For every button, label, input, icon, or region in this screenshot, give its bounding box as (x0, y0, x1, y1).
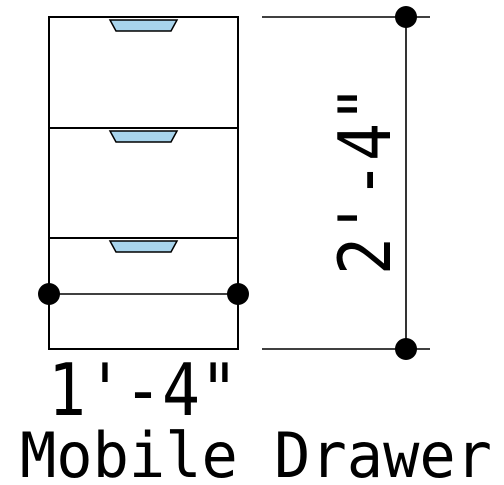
height-dimension-label: 2'-4" (323, 85, 407, 275)
drawer-handle-3 (108, 240, 179, 253)
cabinet (48, 16, 239, 350)
width-dimension-label: 1'-4" (48, 348, 238, 432)
drawer-handles (108, 19, 179, 253)
height-dimension: 2'-4" (262, 6, 430, 360)
drawer-handle-2 (108, 130, 179, 143)
drawer-handle-1 (108, 19, 179, 32)
cabinet-outline (48, 16, 239, 350)
width-dimension-dot-right (227, 283, 249, 305)
drawing-caption: Mobile Drawer (20, 419, 492, 485)
height-dimension-dot-top (395, 6, 417, 28)
width-dimension: 1'-4" (38, 270, 249, 432)
height-dimension-dot-bottom (395, 338, 417, 360)
width-dimension-dot-left (38, 283, 60, 305)
